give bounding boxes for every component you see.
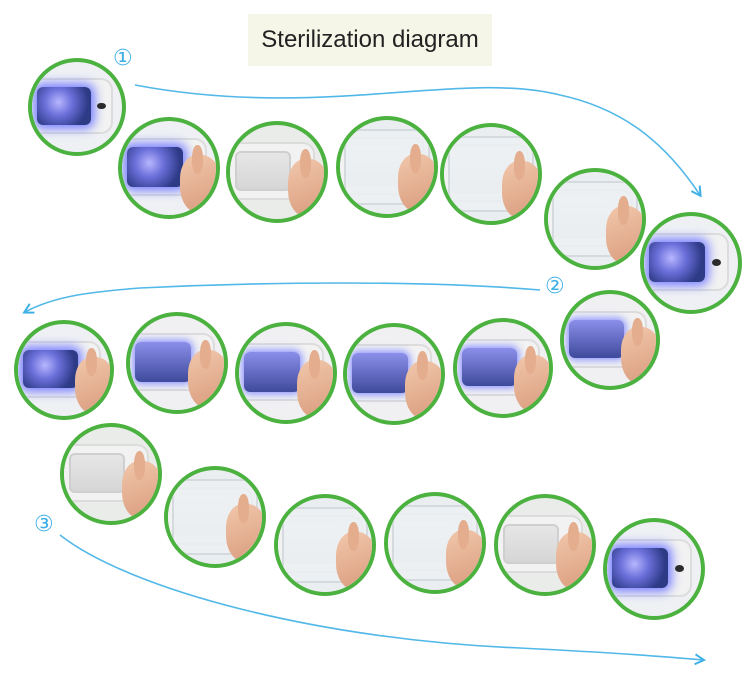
finger [237, 494, 249, 523]
finger [86, 347, 98, 376]
uv-window [503, 524, 560, 564]
uv-window [135, 342, 192, 382]
step-photo-6 [544, 168, 646, 270]
finger [191, 145, 203, 174]
step-photo-17 [384, 492, 486, 594]
uv-window [23, 349, 78, 389]
finger [457, 520, 469, 549]
uv-window [352, 353, 409, 393]
uv-window [612, 548, 669, 588]
step-photo-5 [440, 123, 542, 225]
step-photo-14 [60, 423, 162, 525]
diagram-title: Sterilization diagram [261, 26, 479, 53]
step-1-label: ① [113, 46, 133, 71]
uv-window [462, 347, 517, 387]
step-photo-13 [14, 320, 114, 420]
step-photo-18 [494, 494, 596, 596]
uv-window [244, 352, 301, 392]
finger [525, 345, 537, 374]
step-3-label: ③ [34, 512, 54, 537]
step-photo-4 [336, 116, 438, 218]
finger [299, 149, 311, 178]
step-photo-3 [226, 121, 328, 223]
power-button [712, 258, 722, 266]
uv-window [569, 319, 624, 359]
power-button [97, 102, 107, 110]
step-photo-2 [118, 117, 220, 219]
step-2-label: ② [545, 274, 565, 299]
step-photo-19 [603, 518, 705, 620]
uv-window [235, 151, 292, 191]
uv-window [127, 147, 184, 187]
sterilizer-body [644, 232, 729, 292]
uv-window [649, 242, 706, 282]
step-photo-11 [235, 322, 337, 424]
finger [632, 317, 644, 346]
finger [199, 340, 211, 369]
arrow-top [134, 84, 700, 195]
step-photo-8 [560, 290, 660, 390]
finger [617, 196, 629, 225]
step-photo-9 [453, 318, 553, 418]
finger [308, 350, 320, 379]
step-photo-15 [164, 466, 266, 568]
power-button [675, 564, 685, 572]
sterilizer-body [607, 538, 692, 598]
finger [347, 522, 359, 551]
sterilizer-body [32, 78, 113, 134]
finger [133, 451, 145, 480]
finger [416, 351, 428, 380]
finger [409, 144, 421, 173]
step-photo-1 [28, 58, 126, 156]
title-box: Sterilization diagram [248, 14, 492, 66]
arrow-bottom [59, 534, 703, 660]
step-photo-10 [343, 323, 445, 425]
step-photo-16 [274, 494, 376, 596]
finger [513, 151, 525, 180]
step-photo-12 [126, 312, 228, 414]
uv-window [36, 87, 91, 126]
sterilizer-body [64, 443, 149, 503]
step-photo-7 [640, 212, 742, 314]
uv-window [69, 453, 126, 493]
arrow-middle [25, 282, 541, 312]
finger [567, 522, 579, 551]
